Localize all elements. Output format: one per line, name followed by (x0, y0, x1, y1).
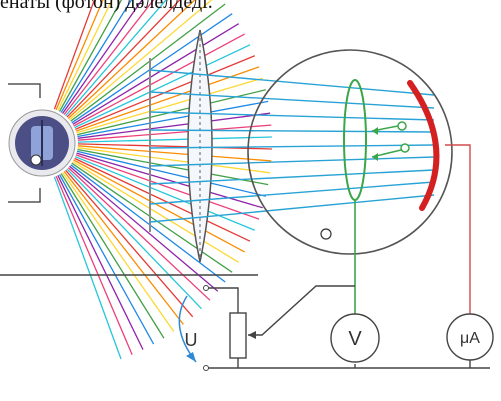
spectrum-ray (77, 112, 271, 139)
microammeter-icon (446, 313, 494, 361)
spectrum-ray (77, 100, 269, 138)
spectrum-ray (57, 175, 144, 350)
lens-icon (187, 29, 213, 263)
light-ray (149, 129, 435, 133)
light-ray (149, 69, 435, 96)
light-ray (149, 156, 435, 167)
spectrum-ray (76, 152, 263, 209)
spectrum-ray (69, 0, 213, 121)
spectrum-ray (70, 3, 226, 122)
spectrum-ray (67, 0, 196, 119)
spectrum-ray (58, 174, 155, 345)
caption-text: енаты (фотон) дәлелдеді. (0, 0, 213, 13)
spectrum-ray (62, 172, 175, 332)
photoelectron (400, 143, 410, 153)
spectrum-ray (77, 145, 272, 162)
spectrum-ray (67, 167, 211, 301)
light-ray (149, 181, 435, 205)
photoelectron (397, 121, 407, 131)
spectrum-ray (74, 44, 251, 129)
spectrum-ray (75, 156, 256, 231)
light-ray (149, 111, 435, 121)
spectrum-ray (77, 124, 272, 141)
light-ray (149, 194, 435, 223)
rheostat-icon (229, 312, 247, 359)
spectrum-ray (66, 0, 181, 118)
spectrum-ray (65, 0, 167, 117)
photocell-icon (247, 49, 453, 255)
lamp-icon (8, 83, 76, 203)
spectrum-ray (73, 33, 245, 127)
spectrum-ray (70, 164, 226, 283)
light-ray (149, 91, 435, 109)
spectrum-ray (58, 0, 123, 112)
spectrum-ray (74, 157, 251, 242)
voltage-label: U (185, 330, 198, 350)
voltmeter-label: V (348, 328, 362, 350)
spectrum-ray (72, 161, 240, 263)
spectrum-ray (63, 171, 184, 325)
spectrum-ray (65, 169, 194, 318)
spectrum-ray (57, 0, 113, 111)
spectrum-ray (53, 0, 96, 110)
spectrum-ray (69, 165, 219, 292)
spectrum-ray (60, 0, 133, 113)
spectrum-ray (55, 175, 133, 355)
spectrum-ray (63, 0, 155, 115)
spectrum-ray (75, 154, 260, 220)
spectrum-ray (62, 0, 143, 114)
spectrum-ray (77, 147, 271, 174)
circuit: V μA U (178, 144, 494, 371)
spectrum-ray (71, 13, 233, 124)
light-ray (149, 144, 435, 149)
spectrum-ray (73, 159, 245, 253)
cathode-icon (407, 80, 440, 211)
spectrum-ray (72, 23, 240, 125)
spectrum-ray (76, 77, 263, 134)
spectrum-ray (76, 150, 266, 197)
spectrum-ray (55, 0, 104, 111)
spectrum-ray (77, 136, 272, 143)
light-ray (149, 169, 435, 185)
anode-ring (343, 79, 367, 201)
voltage-arrow (178, 295, 197, 363)
microammeter-label: μA (460, 330, 480, 347)
spectrum-ray (66, 168, 202, 310)
spectrum-ray (60, 173, 165, 339)
spectrum-ray (53, 176, 122, 360)
spectrum-ray (77, 143, 272, 150)
spectrum-ray (71, 162, 233, 273)
spectrum-ray (77, 148, 269, 186)
voltmeter-icon (330, 313, 380, 363)
light-rays (149, 69, 435, 223)
